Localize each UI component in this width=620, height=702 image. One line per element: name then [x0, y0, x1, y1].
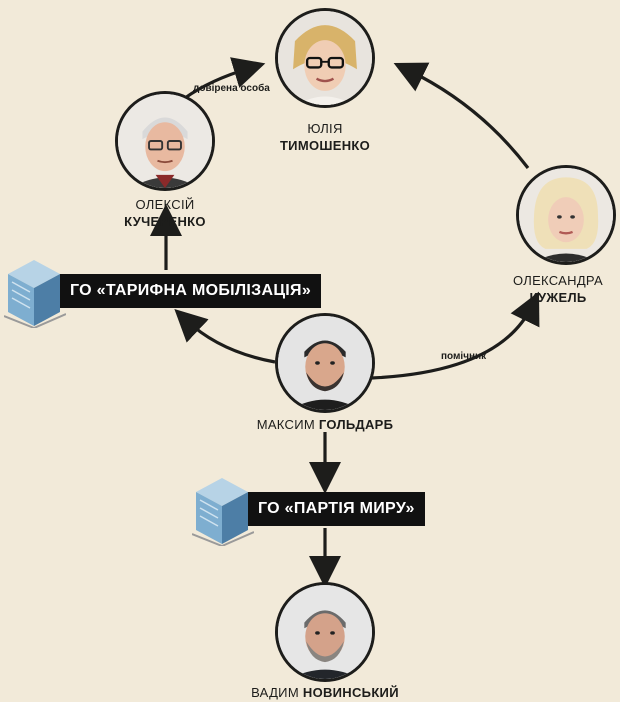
edge-kuzhel-tymoshenko: [393, 62, 530, 169]
portrait-woman-blonde-icon: [519, 168, 613, 262]
name-tymoshenko: ЮЛІЯ ТИМОШЕНКО: [275, 120, 375, 154]
first-name: ВАДИМ: [251, 685, 299, 700]
last-name: КУЖЕЛЬ: [529, 290, 587, 305]
org-party-of-peace: ГО «ПАРТІЯ МИРУ»: [248, 492, 425, 526]
portrait-man-beard-icon: [278, 316, 372, 410]
portrait-man-grey-beard-icon: [278, 585, 372, 679]
building-icon: [192, 478, 254, 546]
portrait-woman-glasses-icon: [278, 11, 372, 105]
first-name: МАКСИМ: [256, 417, 315, 432]
name-goldarb: МАКСИМ ГОЛЬДАРБ: [225, 416, 425, 433]
avatar-novynskyi: [275, 582, 375, 682]
first-name: ЮЛІЯ: [307, 121, 343, 136]
last-name: ГОЛЬДАРБ: [318, 417, 394, 432]
last-name: ТИМОШЕНКО: [279, 138, 371, 153]
portrait-man-glasses-icon: [118, 94, 212, 188]
org-tarif-mobilization: ГО «ТАРИФНА МОБІЛІЗАЦІЯ»: [60, 274, 322, 308]
avatar-kucherenko: [115, 91, 215, 191]
building-icon: [4, 260, 66, 328]
edge-label-assistant: помічник: [441, 351, 487, 362]
name-novynskyi: ВАДИМ НОВИНСЬКИЙ: [210, 684, 440, 701]
edge-label-trusted-person: довірена особа: [193, 83, 270, 94]
avatar-goldarb: [275, 313, 375, 413]
edge-goldarb-tarif: [174, 309, 276, 364]
name-kuzhel: ОЛЕКСАНДРА КУЖЕЛЬ: [498, 272, 618, 306]
edge-kucherenko-tymoshenko: [184, 57, 266, 100]
edge-goldarb-kuzhel: [371, 291, 540, 380]
first-name: ОЛЕКСІЙ: [135, 197, 195, 212]
last-name: КУЧЕРЕНКО: [124, 214, 206, 229]
name-kucherenko: ОЛЕКСІЙ КУЧЕРЕНКО: [100, 196, 230, 230]
first-name: ОЛЕКСАНДРА: [512, 273, 604, 288]
avatar-kuzhel: [516, 165, 616, 265]
avatar-tymoshenko: [275, 8, 375, 108]
last-name: НОВИНСЬКИЙ: [302, 685, 399, 700]
